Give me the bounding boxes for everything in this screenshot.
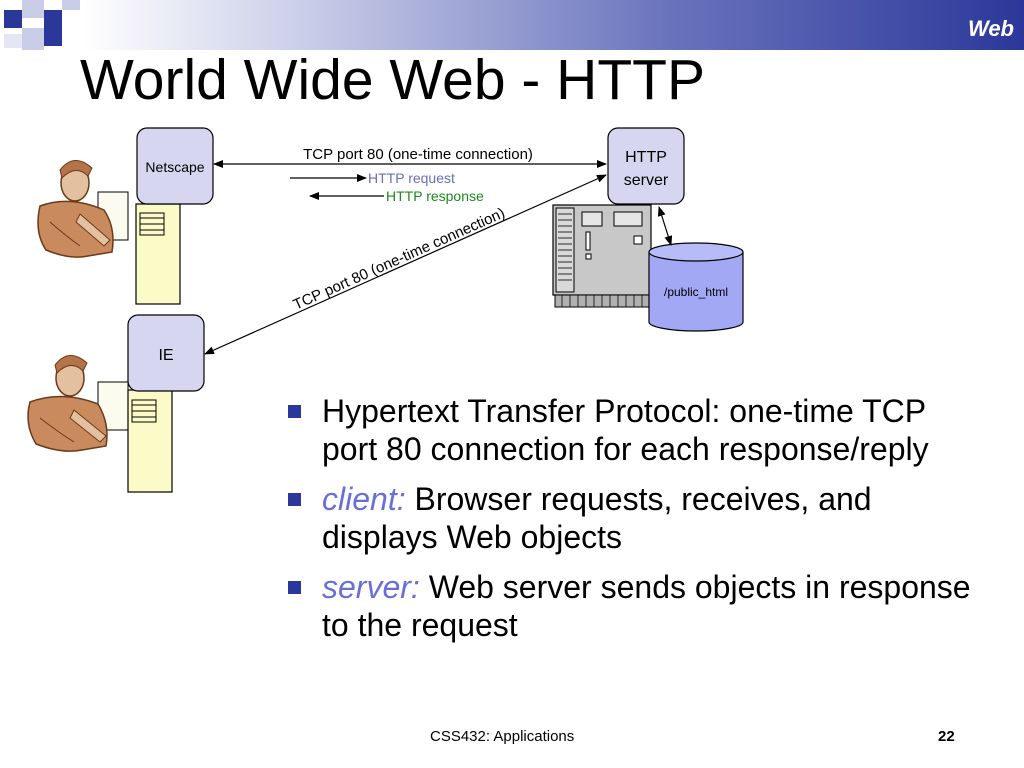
response-label: HTTP response xyxy=(386,188,484,204)
storage-label: /public_html xyxy=(664,285,728,299)
server-label-line2: server xyxy=(624,172,669,189)
bullet-text: Hypertext Transfer Protocol: one-time TC… xyxy=(322,393,929,467)
ie-browser-box: IE xyxy=(127,314,205,392)
server-label-line1: HTTP xyxy=(625,149,667,166)
corner-square-decoration xyxy=(22,0,44,18)
corner-square-decoration xyxy=(4,10,22,28)
bullet-list: Hypertext Transfer Protocol: one-time TC… xyxy=(284,392,984,656)
page-number: 22 xyxy=(938,728,955,745)
diagonal-connection-label: TCP port 80 (one-time connection) xyxy=(291,205,508,314)
netscape-label: Netscape xyxy=(145,159,204,175)
bullet-square-icon xyxy=(288,493,301,506)
user-at-computer-icon xyxy=(27,355,129,452)
corner-square-decoration xyxy=(44,10,62,28)
corner-square-decoration xyxy=(44,28,62,46)
page-title: World Wide Web - HTTP xyxy=(80,48,705,112)
bullet-term: server: xyxy=(322,569,420,605)
corner-square-decoration xyxy=(4,34,22,48)
server-rack-icon xyxy=(552,204,652,308)
computer-tower-icon xyxy=(127,389,173,493)
corner-square-decoration xyxy=(62,0,80,10)
bullet-item: server: Web server sends objects in resp… xyxy=(284,568,984,644)
bullet-item: Hypertext Transfer Protocol: one-time TC… xyxy=(284,392,984,468)
computer-tower-icon xyxy=(135,203,181,305)
http-server-box: HTTP server xyxy=(607,127,685,205)
bullet-square-icon xyxy=(288,405,301,418)
ie-label: IE xyxy=(158,347,173,364)
request-label: HTTP request xyxy=(368,170,455,186)
header-band xyxy=(0,0,1024,50)
corner-square-decoration xyxy=(22,28,44,50)
bullet-item: client: Browser requests, receives, and … xyxy=(284,480,984,556)
section-label: Web xyxy=(967,16,1014,41)
netscape-browser-box: Netscape xyxy=(136,127,214,205)
server-storage-link xyxy=(657,206,673,246)
storage-cylinder: /public_html xyxy=(648,242,744,332)
bullet-square-icon xyxy=(288,581,301,594)
footer-text: CSS432: Applications xyxy=(430,728,575,745)
diagonal-connection-arrow xyxy=(204,174,607,355)
top-connection-label: TCP port 80 (one-time connection) xyxy=(303,146,533,163)
bullet-term: client: xyxy=(322,481,406,517)
user-at-computer-icon xyxy=(37,160,129,258)
bullet-text: Web server sends objects in response to … xyxy=(322,569,971,643)
bullet-text: Browser requests, receives, and displays… xyxy=(322,481,872,555)
